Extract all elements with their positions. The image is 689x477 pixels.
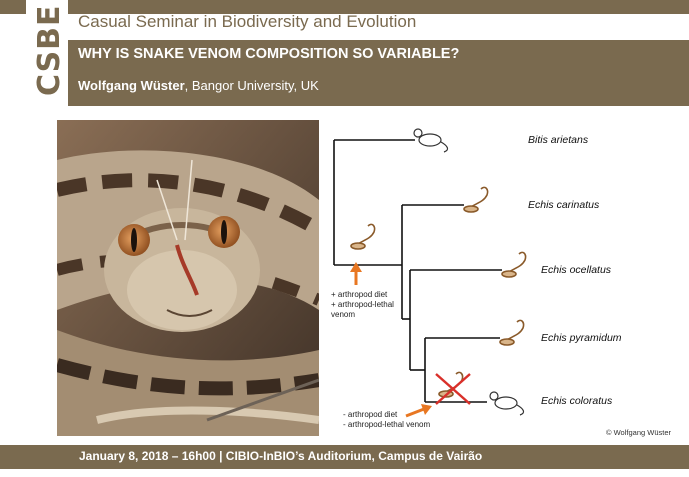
speaker-affiliation: , Bangor University, UK bbox=[184, 78, 319, 93]
loss-arrow bbox=[405, 404, 432, 418]
snake-photo bbox=[57, 120, 319, 436]
species-label: Bitis arietans bbox=[528, 134, 589, 146]
annotation-line: + arthropod-lethal bbox=[331, 300, 394, 309]
species-label: Echis coloratus bbox=[541, 395, 613, 407]
speaker-line: Wolfgang Wüster, Bangor University, UK bbox=[78, 78, 319, 93]
scorpion-icon bbox=[463, 186, 489, 213]
annotation-line: - arthropod-lethal venom bbox=[343, 420, 431, 429]
annotation-line: venom bbox=[331, 310, 356, 319]
scorpion-icon bbox=[350, 223, 376, 250]
rat-icon bbox=[489, 391, 525, 416]
species-label: Echis ocellatus bbox=[541, 264, 612, 276]
species-label: Echis pyramidum bbox=[541, 332, 622, 344]
csbe-logo: CSBE bbox=[32, 4, 67, 96]
phylogeny-tree bbox=[333, 128, 527, 418]
rat-icon bbox=[413, 128, 449, 153]
footer-bar bbox=[0, 445, 689, 469]
scorpion-icon bbox=[501, 251, 527, 278]
speaker-name: Wolfgang Wüster bbox=[78, 78, 185, 93]
loss-annotation: - arthropod diet - arthropod-lethal veno… bbox=[343, 410, 430, 430]
annotation-line: + arthropod diet bbox=[331, 290, 388, 299]
logo-box bbox=[26, 0, 68, 106]
title-banner bbox=[68, 40, 689, 106]
scorpion-icon bbox=[499, 319, 525, 346]
gain-annotation: + arthropod diet + arthropod-lethal veno… bbox=[331, 290, 394, 320]
crossed-scorpion-icon bbox=[435, 371, 471, 405]
photo-credit: © Wolfgang Wüster bbox=[606, 428, 671, 437]
series-title: Casual Seminar in Biodiversity and Evolu… bbox=[78, 12, 417, 31]
species-label: Echis carinatus bbox=[528, 199, 600, 211]
gain-arrow bbox=[350, 262, 362, 285]
talk-title: WHY IS SNAKE VENOM COMPOSITION SO VARIAB… bbox=[78, 46, 460, 62]
phylogeny-figure bbox=[322, 118, 689, 442]
top-bar bbox=[0, 0, 689, 14]
event-details: January 8, 2018 – 16h00 | CIBIO-InBIO’s … bbox=[79, 449, 483, 463]
annotation-line: - arthropod diet bbox=[343, 410, 398, 419]
